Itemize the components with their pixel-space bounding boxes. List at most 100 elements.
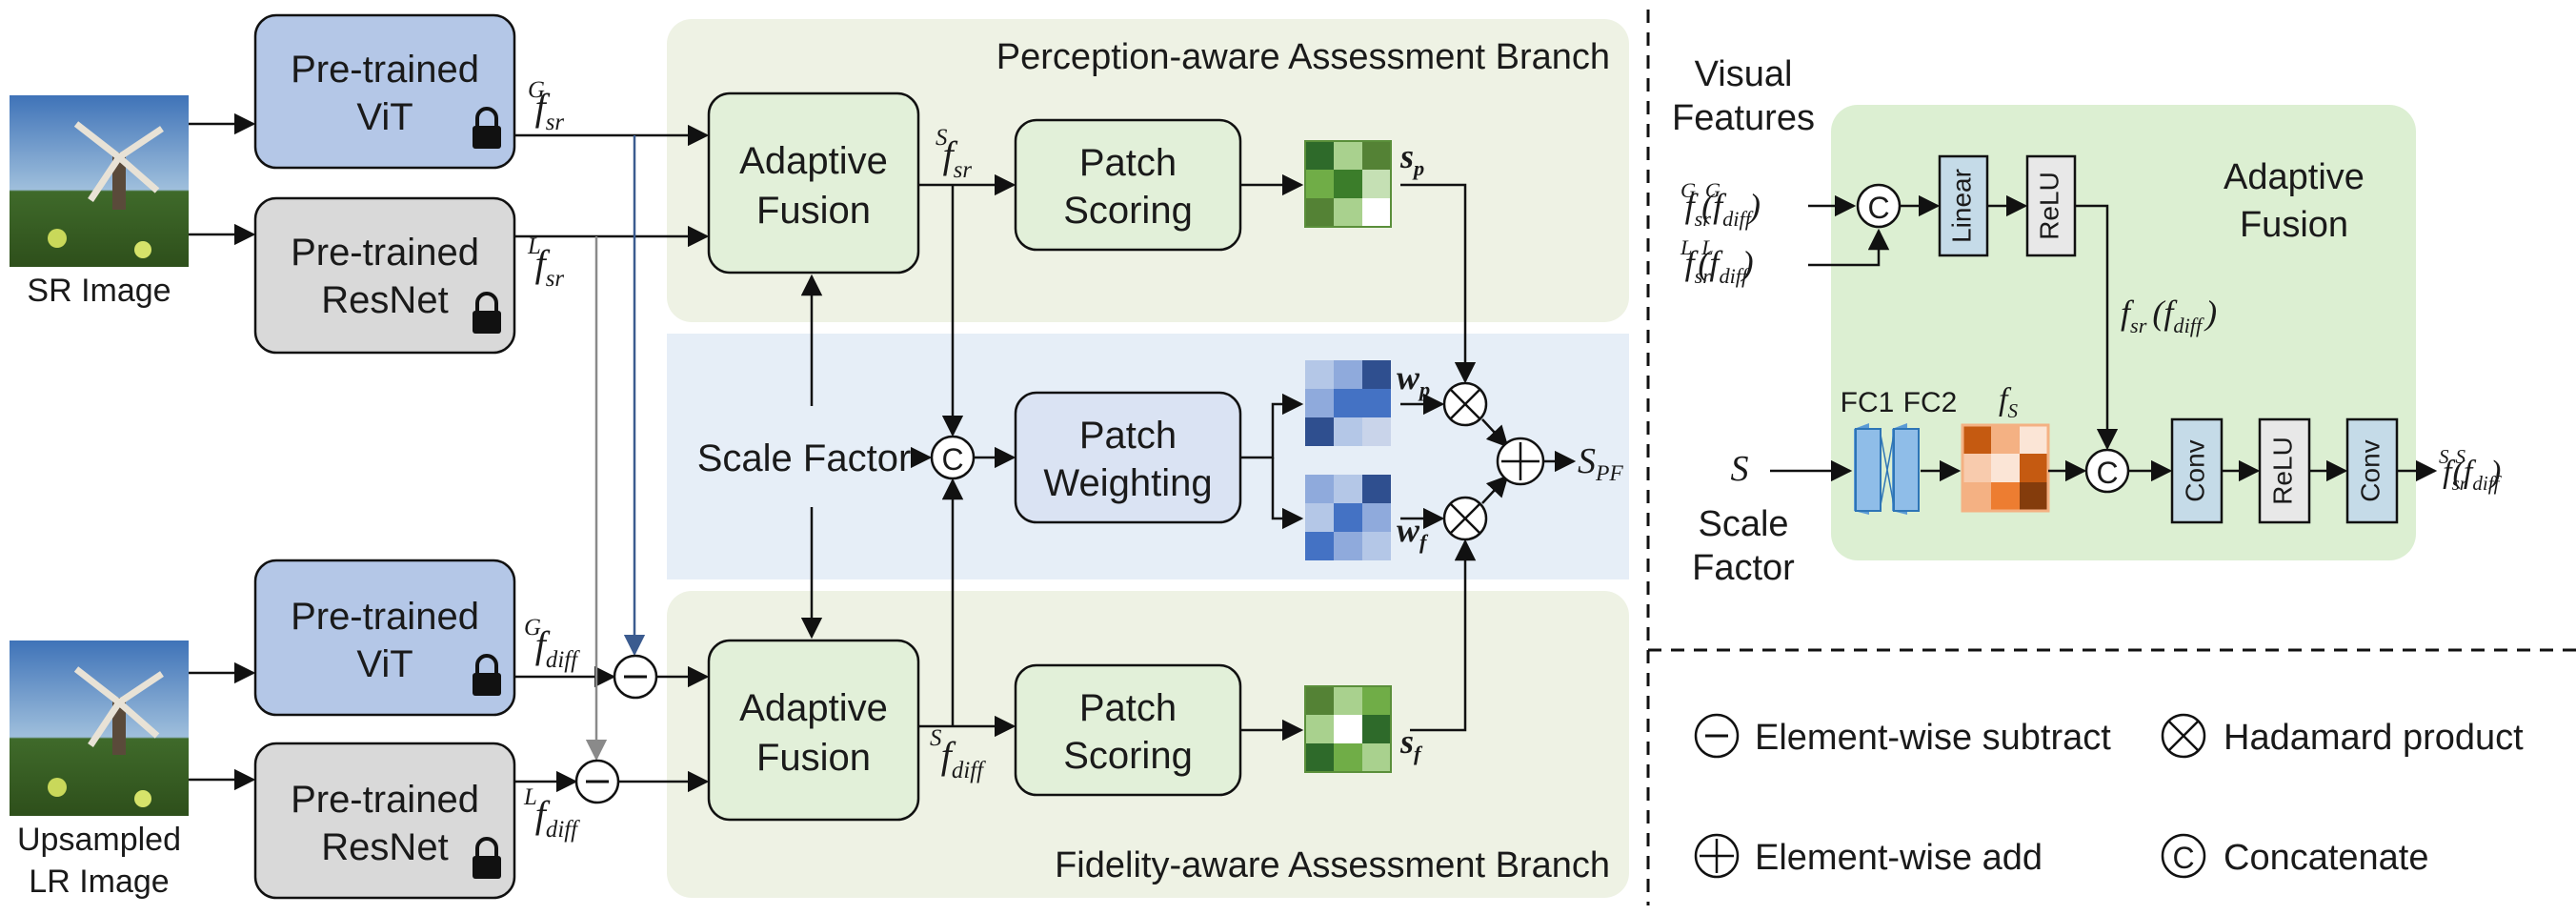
- lock-icon: [473, 107, 501, 149]
- svg-text:C: C: [2172, 841, 2194, 875]
- lock-icon: [473, 292, 501, 334]
- svg-text:Conv: Conv: [2355, 439, 2385, 501]
- feature-f-diff-G: fdiffG: [524, 615, 580, 673]
- legend-concat-icon: C: [2161, 833, 2206, 879]
- svg-text:fdiffG: fdiffG: [524, 615, 580, 673]
- weight-map-wp: [1305, 360, 1391, 446]
- svg-text:Scoring: Scoring: [1063, 735, 1193, 777]
- detail-adaptive-line2: Fusion: [2240, 205, 2348, 245]
- sr-image-label: SR Image: [27, 273, 171, 309]
- patch-weighting: Patch Weighting: [1014, 391, 1242, 524]
- feature-f-sr-L: fsrL: [527, 234, 564, 292]
- lr-vit-encoder: Pre-trained ViT: [253, 559, 516, 717]
- svg-text:Conv: Conv: [2180, 439, 2209, 501]
- svg-text:Pre-trained: Pre-trained: [291, 232, 479, 274]
- final-score-S-PF: SPF: [1578, 441, 1623, 486]
- legend: Element-wise subtract Hadamard product E…: [1694, 713, 2524, 879]
- lr-resnet-encoder: Pre-trained ResNet: [253, 742, 516, 900]
- visual-features-line1: Visual: [1695, 54, 1793, 94]
- svg-text:fsrS: fsrS: [936, 125, 972, 183]
- adaptive-fusion-perception: Adaptive Fusion: [707, 92, 920, 274]
- score-map-sf: [1304, 685, 1392, 773]
- svg-text:fsrS(fdiffS): fsrS(fdiffS): [2439, 445, 2503, 495]
- svg-text:fdiffS: fdiffS: [930, 725, 986, 783]
- hadamard-node-fidelity: [1442, 496, 1488, 541]
- weight-map-wf: [1305, 475, 1391, 560]
- add-node: [1496, 437, 1545, 486]
- legend-hadamard-icon: [2161, 713, 2206, 759]
- linear-layer: Linear: [1938, 154, 1989, 257]
- adaptive-fusion-fidelity: Adaptive Fusion: [707, 639, 920, 822]
- svg-text:fsrG(fdiffG): fsrG(fdiffG): [1680, 178, 1761, 231]
- fc-layers: [1854, 423, 1920, 515]
- svg-text:Fusion: Fusion: [756, 190, 871, 232]
- svg-text:Patch: Patch: [1079, 687, 1177, 729]
- relu-layer-1: ReLU: [2025, 154, 2077, 257]
- score-map-sp: [1304, 140, 1392, 228]
- perception-branch-title: Perception-aware Assessment Branch: [996, 37, 1610, 77]
- feature-f-sr-G: fsrG: [528, 77, 564, 135]
- label-w-p: wp: [1397, 358, 1430, 401]
- input-f-sr-L-f-diff-L: fsrL(fdiffL): [1680, 235, 1754, 288]
- svg-text:ResNet: ResNet: [321, 279, 448, 321]
- label-w-f: wf: [1397, 511, 1429, 554]
- detail-adaptive-line1: Adaptive: [2224, 157, 2365, 197]
- scale-feature-map-fs: [1961, 423, 2050, 513]
- svg-text:ReLU: ReLU: [2267, 437, 2297, 505]
- subtract-node-local: [574, 759, 620, 804]
- output-f-sr-S-f-diff-S: fsrS(fdiffS): [2439, 445, 2503, 495]
- svg-text:ViT: ViT: [356, 96, 413, 138]
- lock-icon: [473, 837, 501, 879]
- svg-text:Adaptive: Adaptive: [739, 687, 888, 729]
- hadamard-node-perception: [1442, 381, 1488, 427]
- concat-node: C: [930, 435, 976, 480]
- subtract-node-global: [613, 654, 658, 700]
- feature-f-sr-S: fsrS: [936, 125, 972, 183]
- svg-text:fsrL: fsrL: [527, 234, 564, 292]
- detail-scale-line1: Scale: [1698, 504, 1788, 544]
- svg-text:Scoring: Scoring: [1063, 190, 1193, 232]
- fidelity-branch-title: Fidelity-aware Assessment Branch: [1055, 845, 1610, 885]
- svg-text:fsrL(fdiffL): fsrL(fdiffL): [1680, 235, 1754, 288]
- legend-subtract-icon: [1694, 713, 1740, 759]
- svg-text:ReLU: ReLU: [2034, 172, 2063, 240]
- label-s-f: sf: [1399, 722, 1423, 765]
- svg-text:Adaptive: Adaptive: [739, 140, 888, 182]
- conv-layer-2: Conv: [2345, 417, 2399, 524]
- detail-concat-node-1: C: [1856, 183, 1902, 229]
- detail-scale-line2: Factor: [1692, 548, 1795, 588]
- feature-f-diff-S: fdiffS: [930, 725, 986, 783]
- patch-scoring-perception: Patch Scoring: [1014, 118, 1242, 252]
- lr-image-label-line1: Upsampled: [17, 822, 181, 858]
- conv-layer-1: Conv: [2170, 417, 2224, 524]
- svg-text:Pre-trained: Pre-trained: [291, 596, 479, 638]
- fused-feature-label: fsr(fdiff): [2121, 294, 2217, 337]
- svg-text:C: C: [1867, 191, 1889, 225]
- lr-image-label-line2: LR Image: [29, 864, 169, 900]
- svg-text:ResNet: ResNet: [321, 826, 448, 868]
- legend-add-label: Element-wise add: [1755, 838, 2043, 878]
- svg-text:fdiffL: fdiffL: [523, 784, 580, 843]
- detail-concat-node-2: C: [2084, 448, 2130, 494]
- input-f-sr-G-f-diff-G: fsrG(fdiffG): [1680, 178, 1761, 231]
- svg-text:Linear: Linear: [1946, 169, 1976, 243]
- fc1-label: FC1: [1841, 387, 1895, 418]
- legend-subtract-label: Element-wise subtract: [1755, 718, 2111, 758]
- legend-concat-label: Concatenate: [2224, 838, 2429, 878]
- scale-symbol-S: S: [1731, 449, 1749, 489]
- scale-factor-label: Scale Factor: [697, 437, 912, 479]
- lock-icon: [473, 654, 501, 696]
- fc2-label: FC2: [1903, 387, 1958, 418]
- svg-text:Weighting: Weighting: [1043, 462, 1212, 504]
- svg-text:C: C: [2096, 456, 2118, 490]
- svg-text:Pre-trained: Pre-trained: [291, 49, 479, 91]
- lr-image: [10, 640, 189, 816]
- feature-f-diff-L: fdiffL: [523, 784, 580, 843]
- relu-layer-2: ReLU: [2258, 417, 2311, 524]
- svg-text:Fusion: Fusion: [756, 737, 871, 779]
- svg-text:fsrG: fsrG: [528, 77, 564, 135]
- patch-scoring-fidelity: Patch Scoring: [1014, 663, 1242, 797]
- svg-text:Pre-trained: Pre-trained: [291, 779, 479, 821]
